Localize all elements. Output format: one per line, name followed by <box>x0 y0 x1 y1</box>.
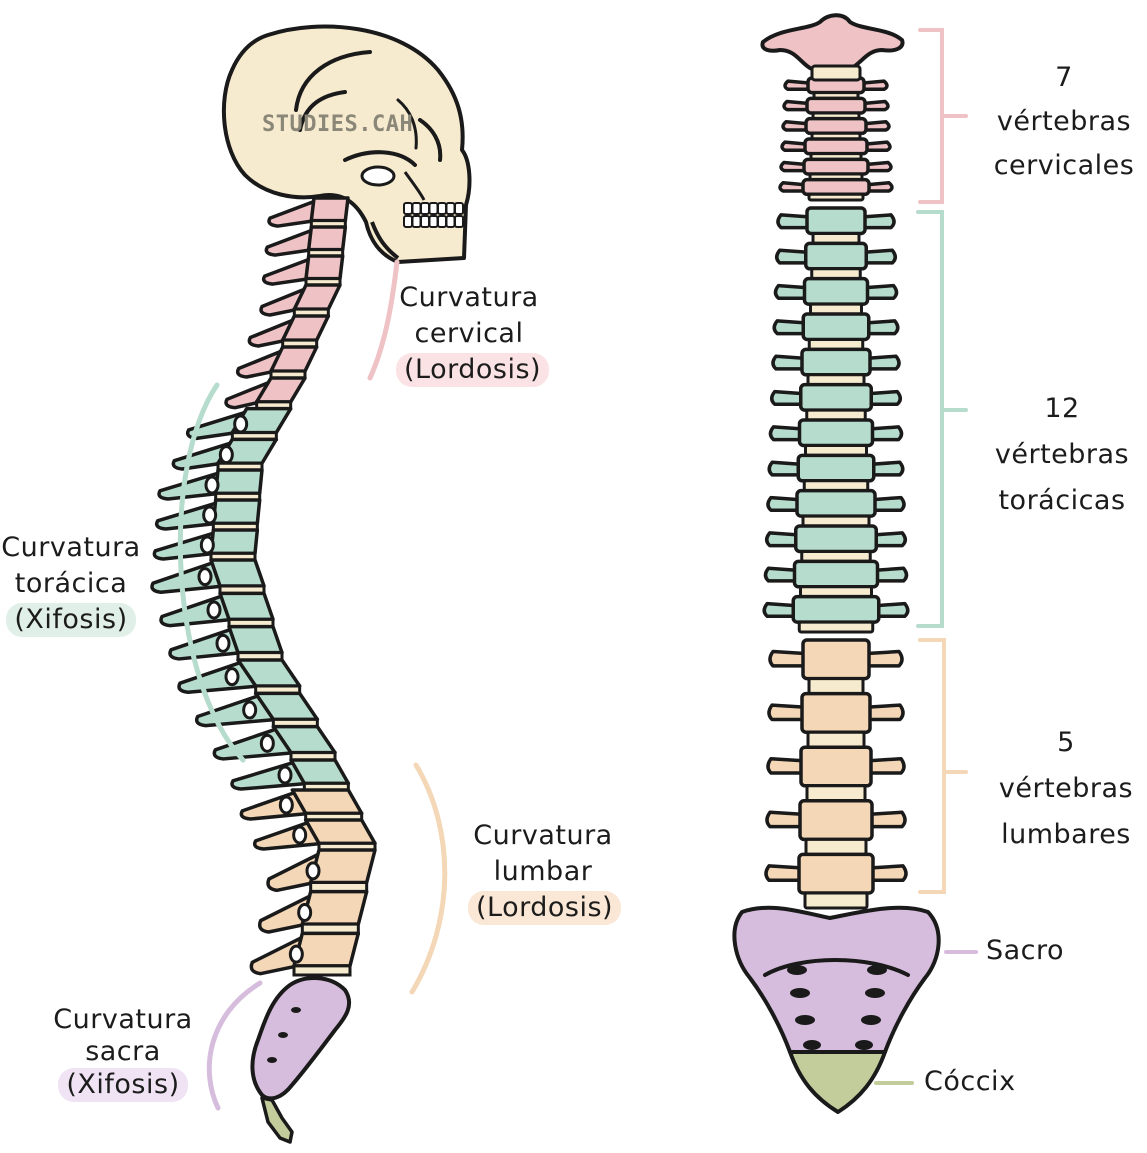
thoracic-vertebrae-label: 12 vértebras torácicas <box>978 386 1146 524</box>
upper-tooth <box>413 203 421 214</box>
thoracic-vertebra <box>778 208 894 243</box>
lateral-cervical-vertebra <box>269 198 348 227</box>
cervical-vertebra <box>780 180 892 200</box>
lumbar-curvature-line2: lumbar <box>468 854 618 890</box>
lateral-lumbar-vertebra <box>241 790 361 820</box>
lateral-cervical-vertebra <box>261 285 340 316</box>
cervical-vertebra <box>781 159 891 179</box>
thoracic-vertebra <box>764 597 908 632</box>
lower-tooth <box>421 216 429 227</box>
thoracic-vertebra <box>766 561 907 596</box>
thoracic-vertebra <box>772 385 901 420</box>
upper-tooth <box>438 203 446 214</box>
lateral-thoracic-vertebra <box>154 530 257 560</box>
lower-tooth <box>430 216 438 227</box>
sacral-curvature-label: Curvatura sacra (Xifosis) <box>50 1004 196 1102</box>
sacral-curvature-line2: sacra <box>50 1036 196 1068</box>
thoracic-vertebrae-line1: 12 vértebras <box>978 386 1146 478</box>
thoracic-vertebra <box>777 243 896 278</box>
sacral-curvature-arc <box>209 983 260 1108</box>
lumbar-bracket <box>920 640 966 892</box>
lumbar-curvature-line1: Curvatura <box>468 818 618 854</box>
anterior-sacrum <box>734 908 938 1052</box>
lateral-thoracic-vertebra <box>159 470 262 500</box>
thoracic-vertebra <box>771 420 902 455</box>
cervical-curvature-arc <box>370 262 397 378</box>
anterior-vertebrae <box>764 66 908 908</box>
cervical-vertebra <box>782 139 890 159</box>
thoracic-curvature-line1: Curvatura <box>0 530 142 566</box>
thoracic-vertebrae-line2: torácicas <box>978 478 1146 524</box>
axis-connector <box>812 66 860 80</box>
thoracic-vertebra <box>774 314 898 349</box>
watermark-text: STUDIES.CAH <box>262 112 413 137</box>
lateral-cervical-vertebra <box>226 378 305 409</box>
upper-tooth <box>421 203 429 214</box>
lumbar-curvature-label: Curvatura lumbar (Lordosis) <box>468 818 618 926</box>
lumbar-vertebra <box>767 801 905 855</box>
lateral-cervical-vertebra <box>249 316 328 347</box>
lumbar-vertebra <box>769 694 903 748</box>
upper-tooth <box>430 203 438 214</box>
cervical-curvature-tag: (Lordosis) <box>396 353 549 387</box>
lateral-lumbar-vertebra <box>251 933 358 975</box>
lateral-cervical-vertebra <box>238 347 317 378</box>
lumbar-vertebra <box>770 640 902 694</box>
lateral-thoracic-vertebra <box>157 500 260 530</box>
cervical-curvature-line2: cervical <box>396 316 542 352</box>
lumbar-curvature-tag: (Lordosis) <box>468 891 621 925</box>
lower-tooth <box>438 216 446 227</box>
lumbar-vertebrae-label: 5 vértebras lumbares <box>986 720 1146 858</box>
lateral-thoracic-vertebra <box>161 593 273 626</box>
sacral-curvature-tag: (Xifosis) <box>58 1068 187 1102</box>
thoracic-vertebra <box>776 279 897 314</box>
upper-tooth <box>447 203 455 214</box>
lateral-coccyx <box>262 1098 292 1142</box>
thoracic-curvature-line2: torácica <box>0 566 142 602</box>
thoracic-vertebra <box>768 491 904 526</box>
anterior-spine-view <box>734 15 976 1112</box>
lumbar-vertebra <box>766 854 906 908</box>
thoracic-vertebra <box>773 349 899 384</box>
cervical-curvature-line1: Curvatura <box>396 280 542 316</box>
lumbar-vertebrae-line1: 5 vértebras <box>986 720 1146 812</box>
lower-tooth <box>413 216 421 227</box>
thoracic-vertebra <box>769 455 903 490</box>
lateral-spine-view <box>152 27 469 1142</box>
cervical-vertebrae-line2: cervicales <box>984 144 1144 188</box>
lateral-cervical-vertebra <box>264 256 343 285</box>
cervical-vertebrae-line1: 7 vértebras <box>984 56 1144 144</box>
sacral-curvature-line1: Curvatura <box>50 1004 196 1036</box>
lumbar-curvature-arc <box>412 765 445 992</box>
upper-tooth <box>404 203 412 214</box>
cervical-vertebra <box>783 119 889 139</box>
anterior-coccyx <box>790 1052 885 1112</box>
lateral-vertebrae <box>152 198 375 975</box>
lower-tooth <box>404 216 412 227</box>
thoracic-curvature-tag: (Xifosis) <box>6 603 135 637</box>
coccyx-label: Cóccix <box>924 1064 1034 1100</box>
thoracic-vertebra <box>767 526 906 561</box>
lateral-cervical-vertebra <box>266 227 345 256</box>
thoracic-bracket <box>918 212 966 626</box>
lateral-sacrum <box>252 978 349 1098</box>
lower-tooth <box>455 216 463 227</box>
lateral-lumbar-vertebra <box>255 820 375 850</box>
cervical-vertebrae-label: 7 vértebras cervicales <box>984 56 1144 188</box>
upper-tooth <box>455 203 463 214</box>
lateral-thoracic-vertebra <box>232 760 348 790</box>
lumbar-vertebrae-line2: lumbares <box>986 812 1146 858</box>
thoracic-curvature-label: Curvatura torácica (Xifosis) <box>0 530 142 638</box>
sacrum-label: Sacro <box>986 933 1076 969</box>
lateral-lumbar-vertebra <box>268 850 375 892</box>
cervical-vertebra <box>784 98 888 118</box>
cervical-curvature-label: Curvatura cervical (Lordosis) <box>396 280 542 388</box>
lateral-thoracic-vertebra <box>152 560 264 593</box>
lateral-lumbar-vertebra <box>260 892 367 934</box>
cervical-bracket <box>920 30 966 202</box>
lumbar-vertebra <box>768 747 904 801</box>
lower-tooth <box>447 216 455 227</box>
